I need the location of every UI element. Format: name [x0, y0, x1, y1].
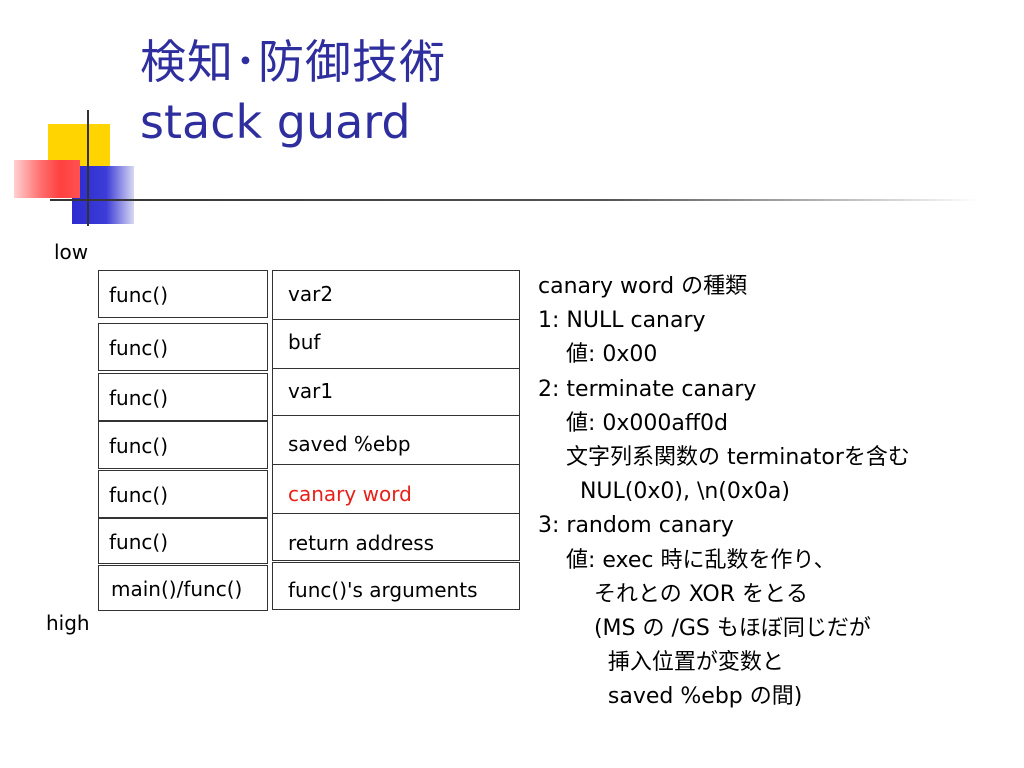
frame-label: func()	[109, 386, 168, 410]
high-label: high	[46, 611, 90, 635]
slot-label: var1	[288, 379, 334, 403]
slot-label: return address	[288, 531, 435, 555]
decor-blue-square	[72, 166, 134, 224]
notes-line: 値: exec 時に乱数を作り、	[538, 547, 836, 573]
frame-label: func()	[109, 336, 168, 360]
notes-line: 1: NULL canary	[538, 308, 706, 334]
low-label: low	[54, 240, 89, 264]
main-frame-box: main()/func()	[98, 565, 268, 611]
canary-notes: canary word の種類 1: NULL canary 値: 0x00 2…	[538, 270, 910, 715]
notes-line: 値: 0x00	[538, 342, 658, 368]
slot-label: func()'s arguments	[288, 578, 478, 602]
notes-line: 2: terminate canary	[538, 376, 757, 402]
notes-line: (MS の /GS もほぼ同じだが	[538, 616, 871, 642]
notes-line: saved %ebp の間)	[538, 684, 803, 710]
stack-slot-var2: var2	[272, 270, 520, 320]
decor-vertical-line	[87, 110, 89, 226]
decor-red-bar	[14, 160, 80, 198]
title-line-1: 検知･防御技術	[140, 35, 446, 89]
stack-slot-saved-ebp: saved %ebp	[272, 415, 520, 465]
frame-box: func()	[98, 373, 268, 421]
notes-line: 文字列系関数の terminatorを含む	[538, 445, 910, 471]
stack-slot-buf: buf	[272, 319, 520, 369]
slot-label: buf	[288, 330, 321, 354]
notes-line: NUL(0x0), \n(0x0a)	[538, 479, 790, 505]
frame-box: func()	[98, 470, 268, 518]
frame-box: func()	[98, 270, 268, 318]
frame-label: func()	[109, 483, 168, 507]
notes-line: canary word の種類	[538, 274, 748, 299]
frame-label: func()	[109, 283, 168, 307]
frame-label: main()/func()	[111, 577, 243, 601]
decor-horizontal-line	[50, 199, 980, 201]
notes-line: 挿入位置が変数と	[538, 650, 784, 676]
frame-box: func()	[98, 421, 268, 469]
stack-slot-arguments: func()'s arguments	[272, 562, 520, 610]
title-line-2: stack guard	[140, 95, 411, 149]
page-title: 検知･防御技術 stack guard	[140, 32, 446, 152]
notes-line: それとの XOR をとる	[538, 581, 808, 607]
stack-slot-return-address: return address	[272, 513, 520, 561]
stack-slot-var1: var1	[272, 368, 520, 416]
frame-box: func()	[98, 518, 268, 564]
frame-box: func()	[98, 323, 268, 371]
slot-label: var2	[288, 282, 334, 306]
slot-label-canary: canary word	[288, 482, 412, 506]
slot-label: saved %ebp	[288, 432, 411, 456]
notes-line: 値: 0x000aff0d	[538, 410, 728, 436]
stack-slot-canary-word: canary word	[272, 464, 520, 514]
frame-label: func()	[109, 530, 168, 554]
notes-line: 3: random canary	[538, 513, 734, 539]
frame-label: func()	[109, 434, 168, 458]
